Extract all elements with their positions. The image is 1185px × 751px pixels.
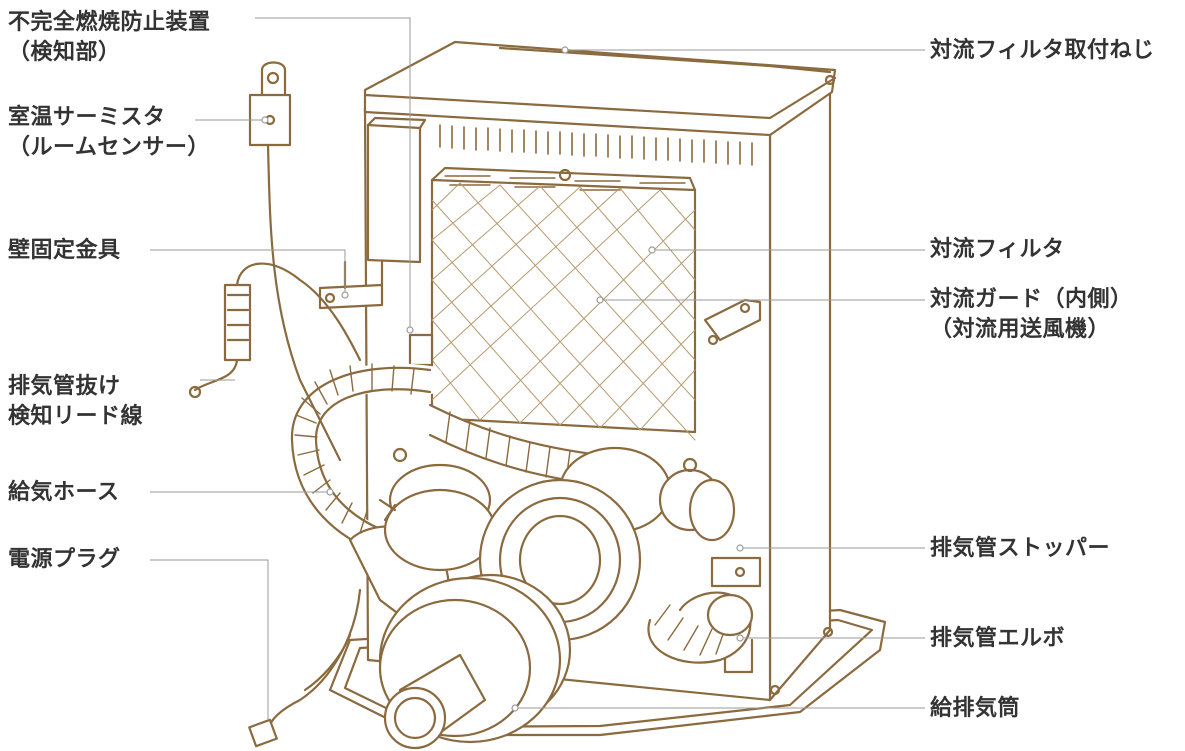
label-exhaust-stopper: 排気管ストッパー bbox=[930, 536, 1111, 561]
label-exhaust-detect-lead: 排気管抜け 検知リード線 bbox=[8, 374, 144, 429]
wall-bracket-right bbox=[703, 298, 762, 342]
filter-frame bbox=[430, 178, 697, 434]
label-power-plug: 電源プラグ bbox=[8, 547, 121, 572]
label-flue-pipe: 給排気筒 bbox=[930, 696, 1021, 721]
lead-wire-coil bbox=[188, 262, 362, 399]
wall-bracket-left bbox=[318, 283, 384, 310]
label-wall-bracket: 壁固定金具 bbox=[8, 238, 121, 263]
label-convection-filter: 対流フィルタ bbox=[930, 237, 1065, 262]
top-panel bbox=[363, 40, 837, 137]
room-thermistor bbox=[248, 93, 292, 147]
exhaust-stopper bbox=[710, 556, 762, 588]
cabinet-side bbox=[768, 86, 832, 702]
label-intake-hose: 給気ホース bbox=[8, 480, 120, 505]
label-filter-screw: 対流フィルタ取付ねじ bbox=[930, 38, 1155, 63]
power-cord bbox=[266, 588, 362, 732]
label-incomplete-combustion-detector: 不完全燃焼防止装置 （検知部） bbox=[8, 10, 211, 65]
label-convection-guard: 対流ガード（内側） （対流用送風機） bbox=[930, 287, 1133, 342]
detector-box bbox=[366, 123, 422, 264]
power-plug bbox=[248, 718, 278, 748]
label-exhaust-elbow: 排気管エルボ bbox=[930, 626, 1066, 651]
label-room-thermistor: 室温サーミスタ （ルームセンサー） bbox=[8, 105, 210, 160]
